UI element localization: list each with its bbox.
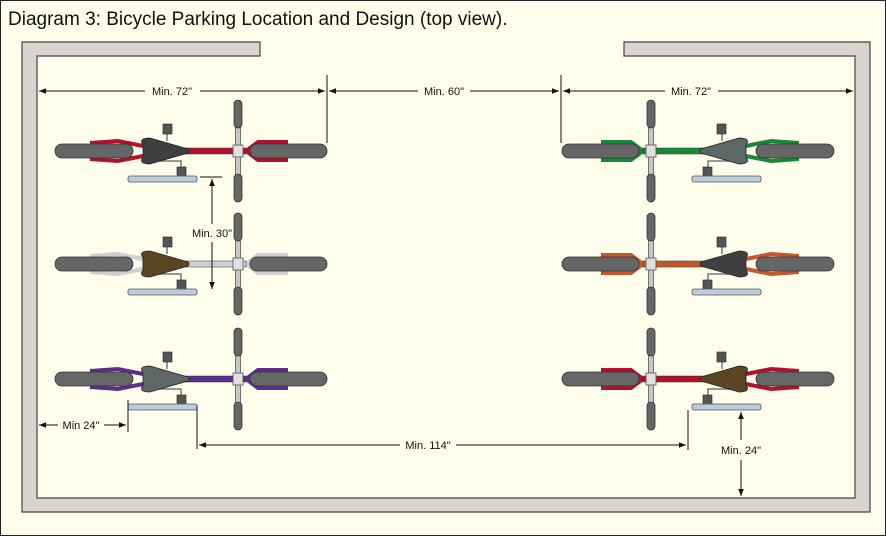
bicycle (54, 327, 328, 431)
dim-row-spacing: Min. 30" (192, 228, 232, 240)
wall (21, 41, 871, 513)
pedal-top (162, 351, 173, 363)
fork (601, 140, 645, 162)
saddle (699, 250, 748, 278)
pedal-top (716, 236, 727, 248)
rack-grip (233, 212, 243, 242)
dim-right-width: Min. 72" (671, 86, 711, 98)
rear-wheel (54, 256, 134, 272)
rear-wheel (54, 143, 134, 159)
dim-rack-to-rack: Min. 114" (405, 440, 450, 452)
rear-stays (745, 366, 800, 392)
fork (601, 253, 645, 275)
pedal-bottom (176, 394, 187, 406)
fork (601, 368, 645, 390)
rear-stays (745, 138, 800, 164)
rear-wheel (54, 371, 134, 387)
rack-grip (233, 327, 243, 357)
rack-clamp (232, 144, 244, 158)
dim-wall-clearance-bottom: Min. 24" (721, 445, 761, 457)
bicycle (561, 212, 835, 316)
rear-stays (89, 366, 144, 392)
pedal-bar (127, 288, 198, 296)
saddle (141, 365, 190, 393)
front-wheel (249, 371, 328, 387)
pedal-bar (127, 175, 198, 183)
pedal-top (162, 236, 173, 248)
rack-grip (646, 99, 656, 129)
pedal-bar (691, 403, 762, 411)
pedal-bottom (702, 166, 713, 178)
bicycle (561, 327, 835, 431)
pedal-top (716, 351, 727, 363)
rack-grip (233, 173, 243, 203)
rear-wheel (755, 143, 835, 159)
saddle (699, 365, 748, 393)
bicycle (561, 99, 835, 203)
diagram-title: Diagram 3: Bicycle Parking Location and … (8, 9, 508, 30)
front-wheel (561, 256, 640, 272)
rear-stays (89, 251, 144, 277)
saddle (141, 137, 190, 165)
fork (244, 140, 288, 162)
fork (244, 253, 288, 275)
rack-clamp (645, 144, 657, 158)
fork (244, 368, 288, 390)
rack-grip (233, 286, 243, 316)
rack-clamp (232, 372, 244, 386)
rack-clamp (232, 257, 244, 271)
pedal-bar (691, 288, 762, 296)
rear-stays (745, 251, 800, 277)
bicycle (54, 212, 328, 316)
pedal-top (716, 123, 727, 135)
front-wheel (249, 143, 328, 159)
rack-grip (646, 173, 656, 203)
rack-clamp (645, 372, 657, 386)
rear-wheel (755, 371, 835, 387)
rack-grip (646, 401, 656, 431)
front-wheel (561, 143, 640, 159)
rack-grip (646, 327, 656, 357)
pedal-top (162, 123, 173, 135)
dimension-lines (39, 75, 853, 496)
front-wheel (249, 256, 328, 272)
bicycle (54, 99, 328, 203)
bike-group (54, 99, 835, 431)
saddle (141, 250, 190, 278)
dim-left-width: Min. 72" (152, 86, 192, 98)
pedal-bottom (702, 279, 713, 291)
pedal-bottom (176, 279, 187, 291)
rear-stays (89, 138, 144, 164)
pedal-bottom (702, 394, 713, 406)
saddle (699, 137, 748, 165)
rack-grip (233, 99, 243, 129)
dim-wall-clearance-left: Min 24" (63, 420, 100, 432)
rear-wheel (755, 256, 835, 272)
rack-grip (233, 401, 243, 431)
pedal-bar (127, 403, 198, 411)
rack-clamp (645, 257, 657, 271)
pedal-bottom (176, 166, 187, 178)
front-wheel (561, 371, 640, 387)
rack-grip (646, 212, 656, 242)
pedal-bar (691, 175, 762, 183)
dim-aisle: Min. 60" (424, 86, 464, 98)
rack-grip (646, 286, 656, 316)
